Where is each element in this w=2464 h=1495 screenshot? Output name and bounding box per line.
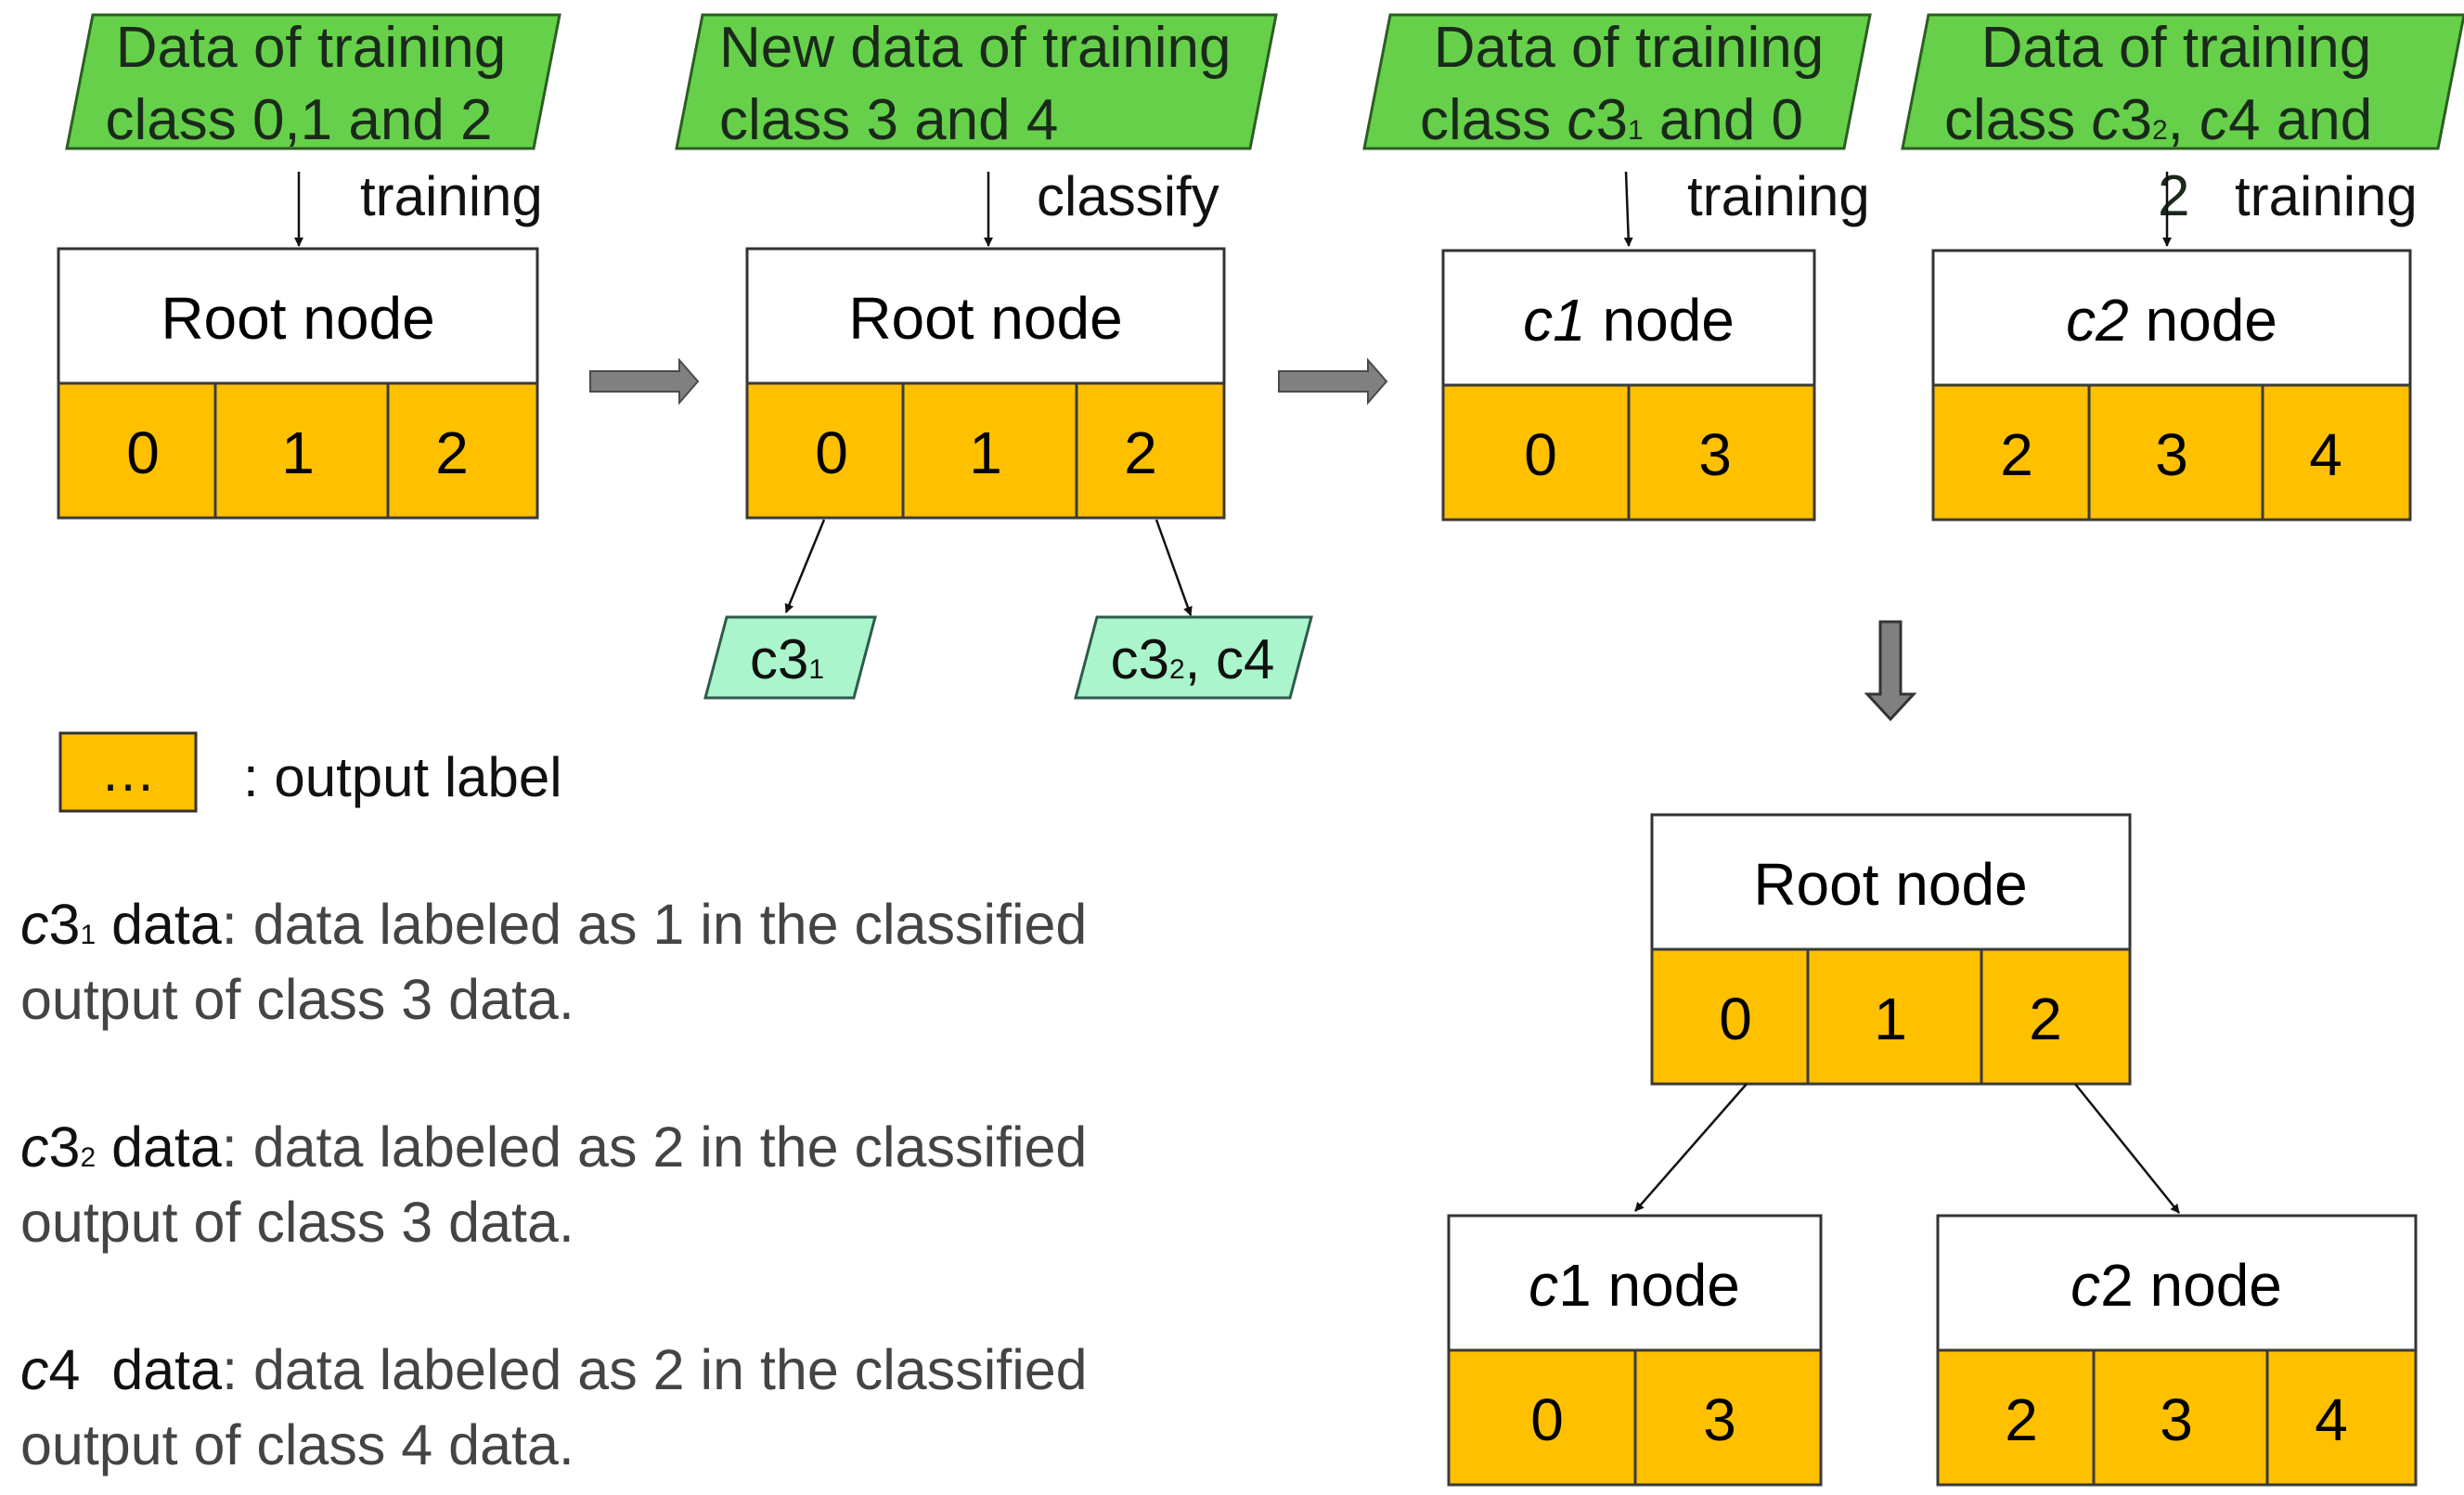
node-root-initial: Root node 0 1 2 bbox=[57, 247, 539, 520]
label-cell bbox=[2087, 383, 2264, 522]
label-cell bbox=[2261, 383, 2412, 522]
label-cell bbox=[1806, 947, 1983, 1086]
input-data-1: Data of training class 0,1 and 2 bbox=[65, 13, 561, 152]
action-label-2: classify bbox=[1037, 165, 1219, 227]
input-data-2-line2: class 3 and 4 bbox=[719, 88, 1058, 152]
label-cell bbox=[1936, 1348, 2096, 1487]
cell-value: 2 bbox=[2005, 1386, 2038, 1453]
label-cell bbox=[2092, 1348, 2269, 1487]
input-data-1-line2: class 0,1 and 2 bbox=[105, 88, 492, 152]
cell-value: 3 bbox=[1698, 421, 1732, 488]
cell-value: 0 bbox=[1530, 1386, 1564, 1453]
label-cell bbox=[2265, 1348, 2418, 1487]
label-cell bbox=[1447, 1348, 1637, 1487]
final-c2-node: c2 node 2 3 4 bbox=[1936, 1214, 2418, 1487]
final-root-node: Root node 0 1 2 bbox=[1650, 813, 2132, 1086]
input-data-3-line1: Data of training bbox=[1434, 16, 1824, 80]
cell-value: 3 bbox=[2155, 421, 2188, 488]
node-title: c1 node bbox=[1523, 287, 1735, 354]
legend: … : output label bbox=[58, 731, 562, 813]
node-title: Root node bbox=[161, 285, 434, 352]
block-arrow-down bbox=[1864, 620, 1917, 722]
label-cell bbox=[57, 381, 217, 520]
note-c3-2: c32 data: data labeled as 2 in the class… bbox=[20, 1115, 1087, 1254]
input-data-3: Data of training class c31 and 0 bbox=[1362, 13, 1872, 152]
cell-value: 0 bbox=[1524, 421, 1557, 488]
label-cell bbox=[1650, 947, 1810, 1086]
block-arrow-right bbox=[1278, 357, 1388, 406]
note-c4: c4 data: data labeled as 2 in the classi… bbox=[20, 1338, 1088, 1476]
cell-value: 1 bbox=[969, 419, 1002, 486]
note-line2: output of class 4 data. bbox=[20, 1413, 574, 1476]
note-line2: output of class 3 data. bbox=[20, 968, 574, 1031]
node-c1-training: c1 node 0 3 bbox=[1441, 249, 1816, 522]
output-c3-2-c4: c32, c4 bbox=[1074, 615, 1313, 700]
note-line1: c31 data: data labeled as 1 in the class… bbox=[20, 893, 1087, 956]
label-cell bbox=[1075, 381, 1226, 520]
label-cell bbox=[1633, 1348, 1823, 1487]
input-data-4-line2: class c32, c4 and bbox=[1944, 88, 2372, 152]
label-cell bbox=[386, 381, 539, 520]
note-line1: c4 data: data labeled as 2 in the classi… bbox=[20, 1338, 1088, 1401]
node-title: c1 node bbox=[1529, 1252, 1740, 1319]
label-cell bbox=[1627, 383, 1816, 522]
block-arrow-right bbox=[589, 357, 700, 406]
cell-value: 1 bbox=[281, 419, 315, 486]
cell-value: 2 bbox=[2000, 421, 2033, 488]
input-data-4-line1: Data of training bbox=[1981, 16, 2371, 80]
node-title: c2 node bbox=[2066, 287, 2277, 354]
cell-value: 0 bbox=[815, 419, 848, 486]
legend-label: : output label bbox=[243, 746, 562, 808]
node-c2-training: c2 node 2 3 4 bbox=[1931, 249, 2412, 522]
label-cell bbox=[213, 381, 390, 520]
cell-value: 2 bbox=[435, 419, 469, 486]
node-root-classify: Root node 0 1 2 bbox=[745, 247, 1226, 520]
input-data-1-line1: Data of training bbox=[116, 16, 506, 80]
action-label-1: training bbox=[360, 165, 543, 227]
arrow-to-c3-1 bbox=[784, 519, 826, 613]
arrow-to-c3-2-c4 bbox=[1155, 519, 1193, 616]
cell-value: 1 bbox=[1874, 986, 1907, 1052]
output-label: c31 bbox=[750, 628, 824, 690]
cell-value: 2 bbox=[1124, 419, 1157, 486]
output-c3-1: c31 bbox=[703, 615, 877, 700]
note-c3-1: c31 data: data labeled as 1 in the class… bbox=[20, 893, 1087, 1031]
cell-value: 3 bbox=[2160, 1386, 2193, 1453]
cell-value: 4 bbox=[2315, 1386, 2348, 1453]
edge-root-to-c1 bbox=[1634, 1083, 1748, 1212]
node-title: Root node bbox=[848, 285, 1122, 352]
cell-value: 0 bbox=[1719, 986, 1752, 1052]
input-data-3-line2: class c31 and 0 bbox=[1420, 88, 1803, 152]
arrow-input-3 bbox=[1623, 171, 1633, 247]
input-data-4: Data of training class c32, c4 and 2 bbox=[1901, 13, 2464, 228]
output-label: c32, c4 bbox=[1111, 628, 1275, 690]
note-line2: output of class 3 data. bbox=[20, 1191, 574, 1254]
cell-value: 2 bbox=[2029, 986, 2062, 1052]
note-line1: c32 data: data labeled as 2 in the class… bbox=[20, 1115, 1087, 1179]
final-c1-node: c1 node 0 3 bbox=[1447, 1214, 1823, 1487]
cell-value: 3 bbox=[1703, 1386, 1736, 1453]
label-cell bbox=[1980, 947, 2132, 1086]
input-data-2: New data of training class 3 and 4 bbox=[675, 13, 1278, 152]
label-cell bbox=[1441, 383, 1631, 522]
node-title: Root node bbox=[1753, 851, 2027, 918]
action-label-4: training bbox=[2235, 165, 2418, 227]
input-data-2-line1: New data of training bbox=[719, 16, 1231, 80]
cell-value: 0 bbox=[126, 419, 160, 486]
legend-swatch bbox=[58, 731, 198, 813]
edge-root-to-c2 bbox=[2074, 1083, 2180, 1214]
cell-value: 4 bbox=[2309, 421, 2342, 488]
action-label-3: training bbox=[1687, 165, 1870, 227]
node-title: c2 node bbox=[2071, 1252, 2282, 1319]
label-cell bbox=[745, 381, 905, 520]
legend-swatch-text: … bbox=[100, 741, 156, 803]
input-data-4-line3: 2 bbox=[2158, 164, 2189, 228]
